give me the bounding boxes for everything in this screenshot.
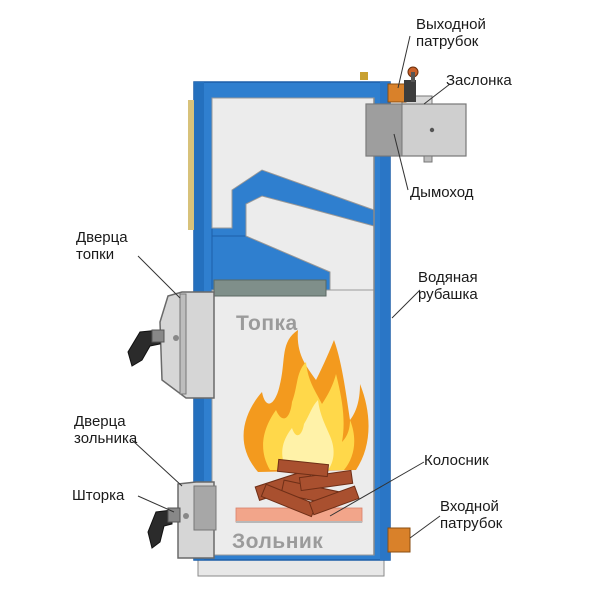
outlet-pipe [387, 83, 407, 103]
label-grate-text: Колосник [424, 452, 489, 469]
log-5 [308, 485, 360, 516]
label-water-jacket-line1: Водяная [418, 269, 478, 286]
zone-firebox: Топка [236, 312, 298, 335]
firebox-door-bolt [173, 335, 179, 341]
inlet-pipe [387, 527, 411, 553]
label-outlet-pipe-line2: патрубок [416, 33, 479, 50]
label-grate: Колосник [424, 452, 489, 469]
outlet-pipe-stub [404, 80, 416, 102]
firebox-door-hinge [179, 293, 187, 395]
flame-core [282, 400, 334, 470]
ash-door-bolt [183, 513, 189, 519]
label-ash-door-line2: зольника [74, 430, 138, 447]
leader-shutter [137, 495, 175, 513]
damper-stem [411, 72, 415, 82]
label-outlet-pipe: Выходной патрубок [416, 16, 486, 50]
leader-outlet-pipe [397, 35, 411, 89]
label-outlet-pipe-line1: Выходной [416, 16, 486, 33]
firebox-shelf [213, 279, 327, 297]
leader-chimney [393, 133, 409, 191]
label-shutter: Шторка [72, 487, 124, 504]
leader-furnace-door [137, 255, 181, 299]
label-furnace-door-line2: топки [76, 246, 115, 263]
shutter-plate [193, 485, 217, 531]
leader-water-jacket [391, 289, 421, 319]
side-rail [188, 100, 194, 230]
ash-door-handle [147, 509, 173, 549]
label-chimney-text: Дымоход [410, 184, 474, 201]
label-furnace-door: Дверца топки [76, 229, 128, 263]
damper-axis [429, 127, 435, 133]
label-damper: Заслонка [446, 72, 512, 89]
label-water-jacket-line2: рубашка [418, 286, 478, 303]
firebox-door [159, 291, 215, 399]
log-6 [276, 458, 330, 478]
chimney-box-side [365, 103, 403, 157]
leader-inlet-pipe [409, 515, 441, 539]
label-inlet-pipe: Входной патрубок [440, 498, 502, 532]
leader-damper [423, 83, 451, 105]
top-sensor [360, 72, 368, 80]
firebox-door-handle-base [151, 329, 165, 343]
label-ash-door-line1: Дверца [74, 413, 126, 430]
label-damper-text: Заслонка [446, 72, 512, 89]
firewood-pile [254, 458, 360, 518]
label-water-jacket: Водяная рубашка [418, 269, 478, 303]
ash-door-handle-base [167, 507, 181, 523]
label-chimney: Дымоход [410, 184, 474, 201]
chimney-flange-bottom [423, 155, 433, 163]
label-furnace-door-line1: Дверца [76, 229, 128, 246]
label-shutter-text: Шторка [72, 487, 125, 504]
zone-ash-pit: Зольник [232, 530, 324, 553]
leader-grate [329, 461, 425, 517]
leader-lines [131, 35, 451, 539]
label-ash-door: Дверца зольника [74, 413, 137, 447]
jacket-shade-right [380, 82, 390, 560]
label-inlet-pipe-line2: патрубок [440, 515, 503, 532]
label-inlet-pipe-line1: Входной [440, 498, 499, 515]
leader-ash-door [131, 439, 183, 487]
